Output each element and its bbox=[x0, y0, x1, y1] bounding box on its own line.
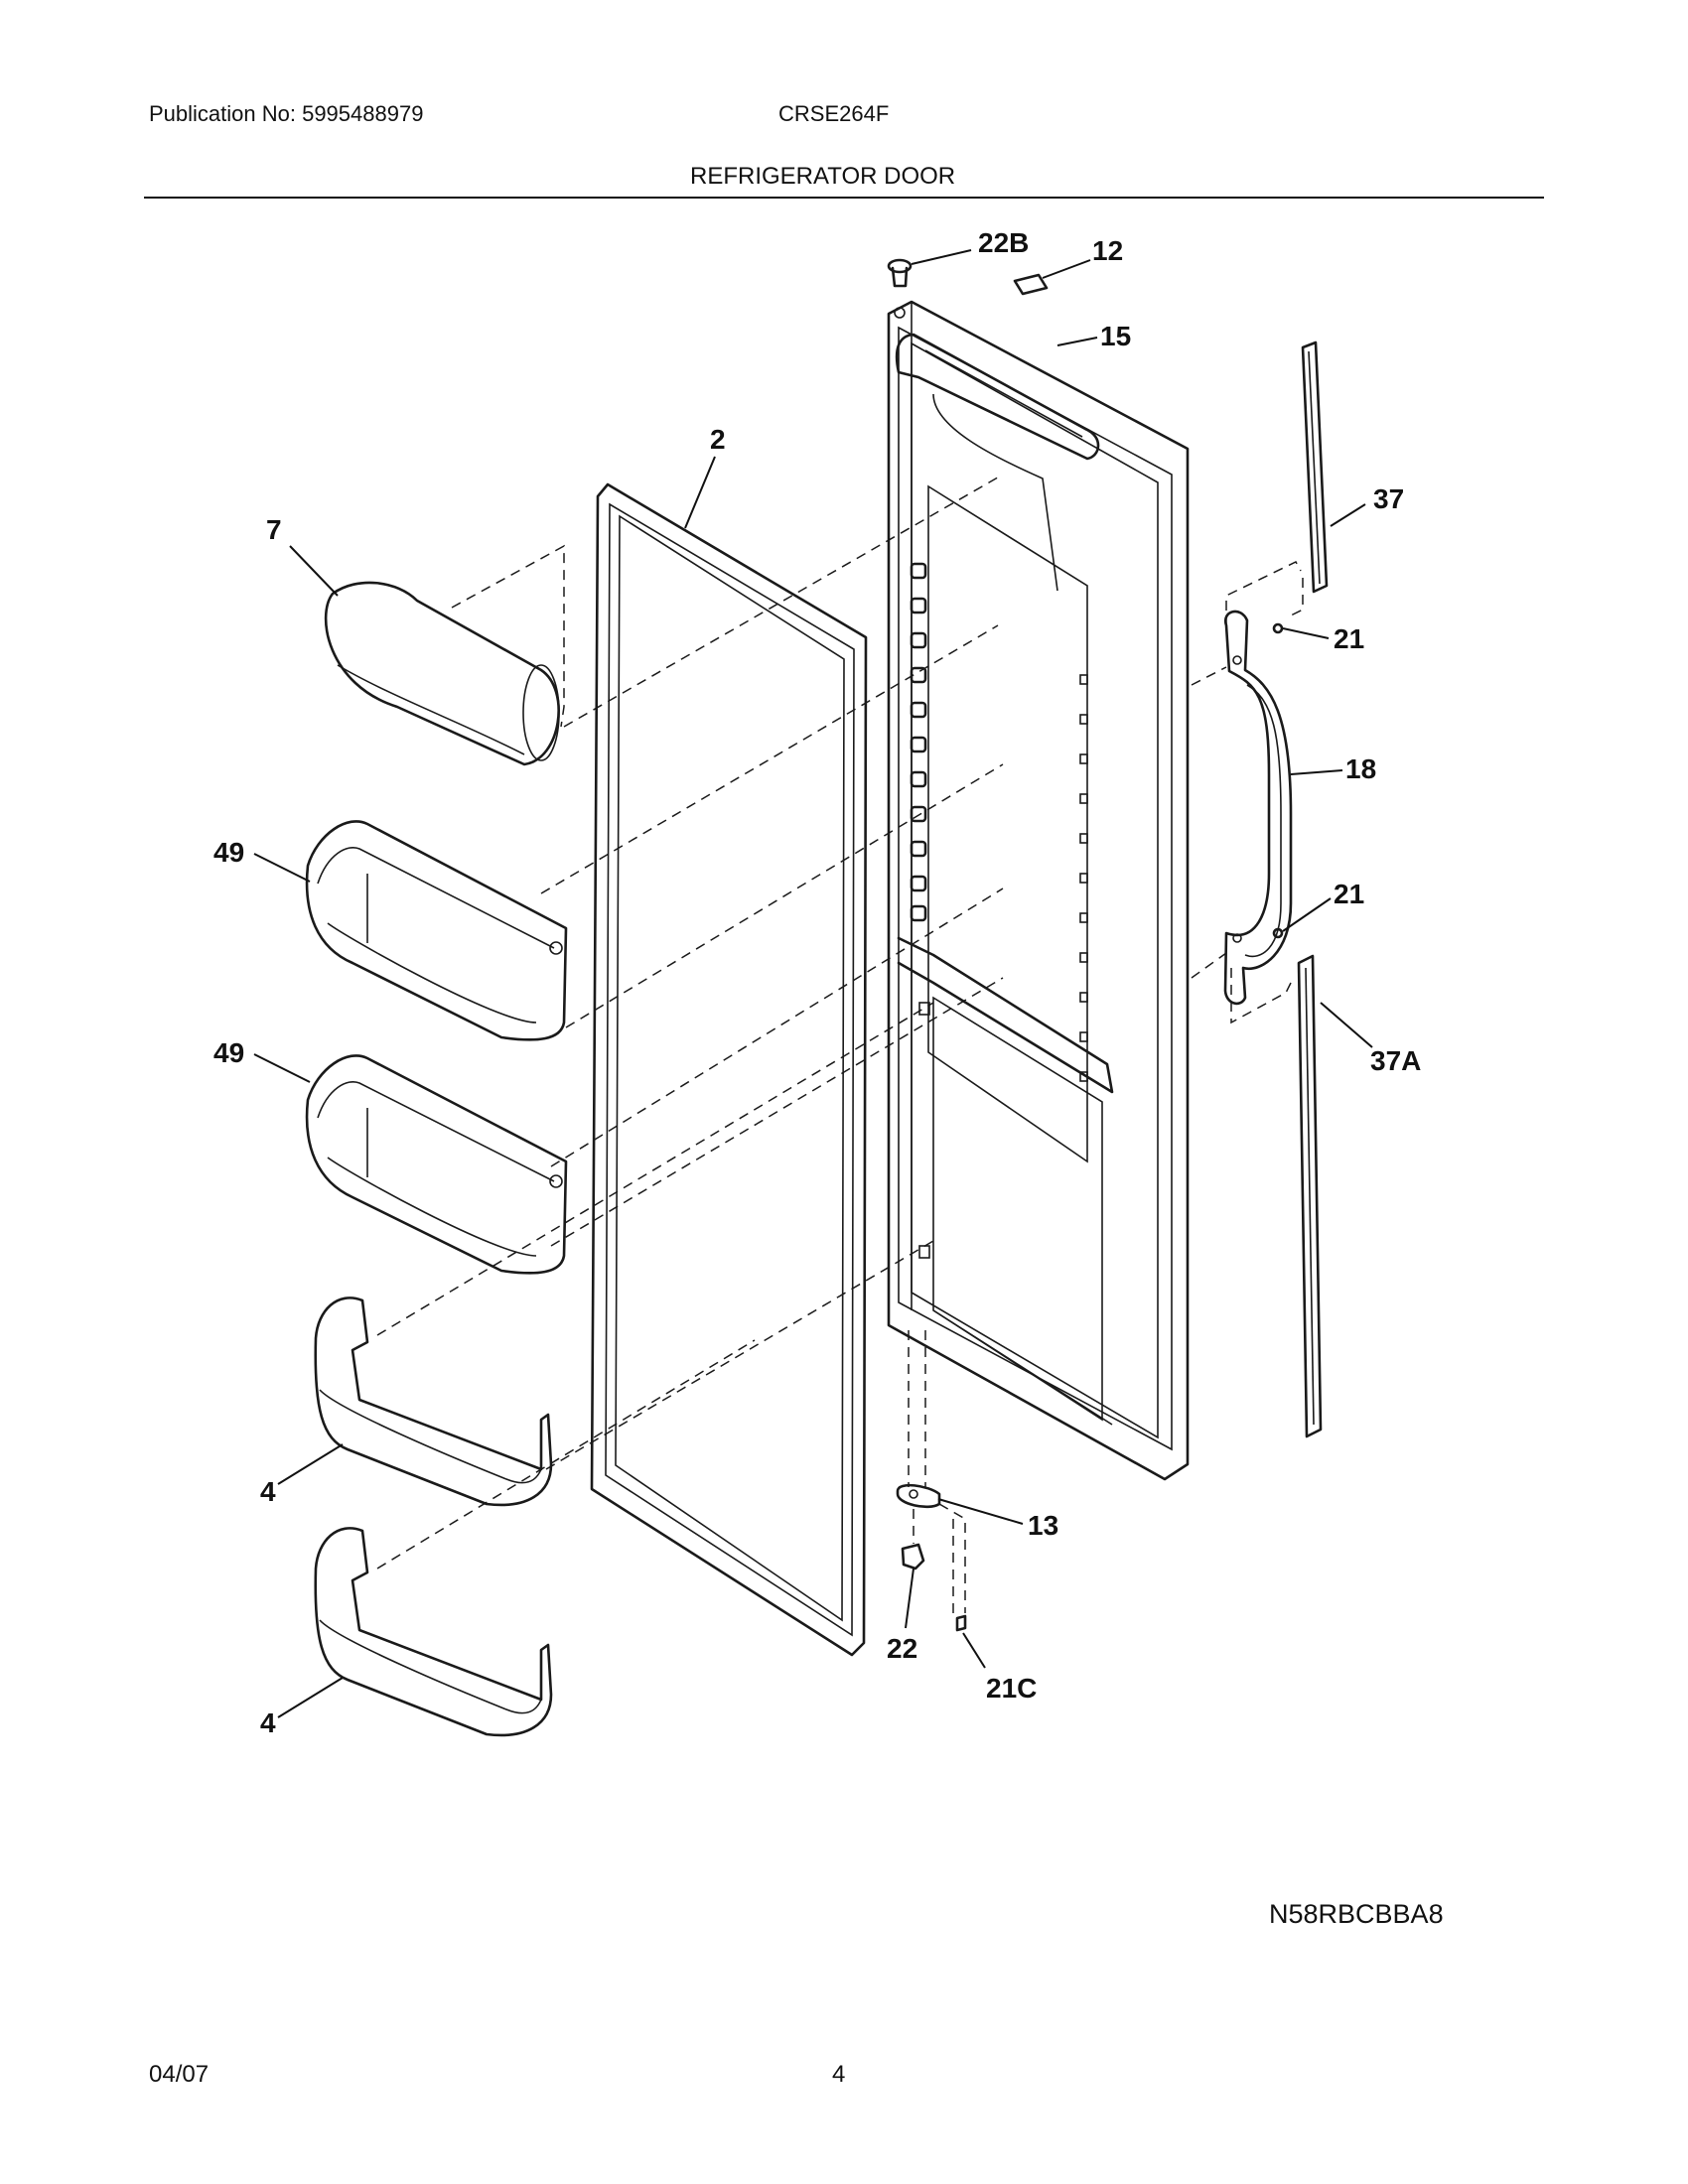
callout-21c: 21C bbox=[986, 1673, 1037, 1704]
door-gasket bbox=[590, 482, 868, 1657]
header-divider bbox=[144, 197, 1544, 199]
callout-leaders bbox=[253, 249, 1373, 1718]
callout-22b: 22B bbox=[978, 227, 1029, 258]
callout-4-upper: 4 bbox=[260, 1476, 276, 1507]
model-number: CRSE264F bbox=[778, 101, 890, 126]
assembly-guide-lines bbox=[376, 474, 1304, 1613]
callout-37: 37 bbox=[1373, 483, 1404, 514]
handle-trim-top bbox=[1301, 341, 1329, 594]
door-liner bbox=[887, 300, 1190, 1481]
publication-number: Publication No: 5995488979 bbox=[149, 101, 424, 126]
footer-date: 04/07 bbox=[149, 2061, 210, 2088]
callout-2: 2 bbox=[710, 424, 726, 455]
handle-trim-bottom bbox=[1297, 954, 1323, 1438]
callout-21-lower: 21 bbox=[1334, 879, 1364, 909]
callout-49-upper: 49 bbox=[213, 837, 244, 868]
screw-lower bbox=[1272, 927, 1284, 939]
callout-12: 12 bbox=[1092, 235, 1123, 266]
screw-upper bbox=[1272, 622, 1284, 634]
callout-4-lower: 4 bbox=[260, 1707, 276, 1738]
callout-15: 15 bbox=[1100, 321, 1131, 351]
label bbox=[1013, 273, 1049, 296]
callout-37a: 37A bbox=[1370, 1045, 1421, 1076]
callout-labels: 22B 12 15 2 37 7 21 18 49 21 37A 49 13 4… bbox=[213, 227, 1421, 1738]
page-title: REFRIGERATOR DOOR bbox=[690, 163, 956, 190]
plug-button bbox=[887, 258, 913, 288]
callout-7: 7 bbox=[266, 514, 282, 545]
diagram-code: N58RBCBBA8 bbox=[1269, 1899, 1444, 1929]
door-handle bbox=[1223, 610, 1293, 1006]
door-shelf-upper bbox=[314, 1297, 553, 1507]
page-number: 4 bbox=[832, 2061, 846, 2088]
hinge-bushing bbox=[901, 1543, 925, 1570]
door-shelf-lower bbox=[314, 1527, 553, 1737]
dairy-door bbox=[324, 581, 560, 766]
door-bin-upper bbox=[305, 820, 568, 1041]
callout-21-upper: 21 bbox=[1334, 623, 1364, 654]
callout-18: 18 bbox=[1345, 753, 1376, 784]
callout-13: 13 bbox=[1028, 1510, 1058, 1541]
callout-49-lower: 49 bbox=[213, 1037, 244, 1068]
hinge-screw bbox=[955, 1614, 967, 1632]
door-bin-lower bbox=[305, 1054, 568, 1275]
door-hinge bbox=[896, 1483, 941, 1509]
callout-22: 22 bbox=[887, 1633, 917, 1664]
